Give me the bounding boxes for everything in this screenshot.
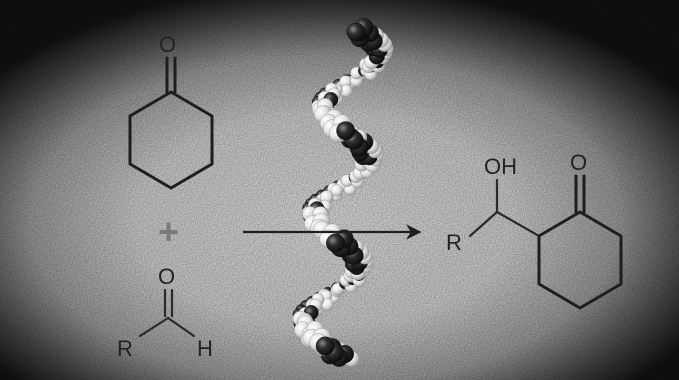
aldehyde-r-bond: [138, 316, 170, 338]
aldehyde-oxygen-label: O: [158, 264, 175, 289]
cyclohexanone-structure: O: [128, 32, 214, 190]
helix-atom: [315, 336, 335, 356]
plus-sign: +: [158, 211, 179, 252]
cyclohexane-ring: [128, 90, 214, 190]
product-oxygen-label: O: [570, 150, 587, 175]
aldol-product-structure: OH R O: [446, 150, 623, 310]
aldehyde-r-label: R: [117, 336, 133, 361]
helix-atom: [326, 233, 345, 253]
helix-atom: [346, 22, 366, 42]
product-r-label: R: [446, 230, 462, 255]
product-ring: [537, 210, 623, 310]
helix-atom: [330, 183, 344, 197]
helix-atom: [336, 121, 356, 141]
product-oh-label: OH: [484, 154, 517, 179]
peptide-helix-icon: [291, 18, 394, 367]
product-link-bond: [495, 210, 541, 238]
aldehyde-structure: O R H: [117, 264, 213, 361]
aldehyde-h-label: H: [197, 336, 213, 361]
ketone-oxygen-label: O: [159, 32, 176, 57]
aldehyde-h-bond: [166, 316, 196, 338]
product-r-bond: [468, 210, 499, 238]
